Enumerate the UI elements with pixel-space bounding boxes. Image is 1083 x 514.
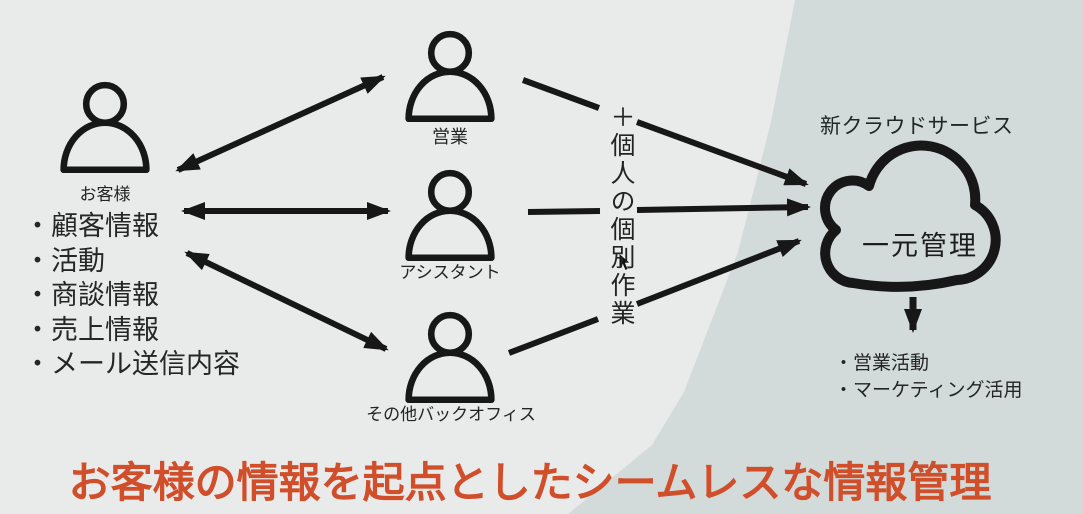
arrow-backoffice-cloud-segment xyxy=(507,316,600,356)
list-item: ・顧客情報 xyxy=(24,211,159,242)
assistant-label: アシスタント xyxy=(399,263,501,283)
cloud-outputs-list: ・営業活動 ・マーケティング活用 xyxy=(834,350,1022,404)
list-item: ・商談情報 xyxy=(24,280,159,311)
sales-person-icon xyxy=(409,34,492,119)
arrow-sales-cloud-segment xyxy=(521,77,601,111)
customer-person-icon xyxy=(64,85,147,170)
arrow-customer-backoffice xyxy=(184,250,389,352)
customer-label: お客様 xyxy=(79,185,131,205)
arrow-backoffice-cloud xyxy=(635,238,802,307)
arrow-assistant-cloud-segment xyxy=(527,208,601,215)
cloud-shape xyxy=(820,140,1001,292)
assistant-person-icon xyxy=(409,173,492,258)
mouse-cursor xyxy=(618,251,632,272)
sales-label: 営業 xyxy=(432,127,468,148)
list-item: ・営業活動 xyxy=(834,352,930,374)
list-item: ・売上情報 xyxy=(24,314,159,346)
customer-info-list: ・顧客情報 ・活動 ・商談情報 ・売上情報 ・メール送信内容 xyxy=(24,210,240,383)
backoffice-label: その他バックオフィス xyxy=(366,405,536,425)
list-item: ・活動 xyxy=(24,245,105,277)
footer-title: お客様の情報を起点としたシームレスな情報管理 xyxy=(68,458,992,507)
cloud-service-heading: 新クラウドサービス xyxy=(820,114,1014,138)
list-item: ・マーケティング活用 xyxy=(834,379,1023,401)
arrow-assistant-cloud xyxy=(636,198,811,217)
cloud-central-management-label: 一元管理 xyxy=(862,231,978,262)
backoffice-person-icon xyxy=(409,315,492,400)
list-item: ・メール送信内容 xyxy=(24,349,240,380)
arrow-sales-cloud xyxy=(635,119,809,187)
individual-work-note: ＋個人の個別作業 xyxy=(607,104,636,328)
arrow-customer-sales xyxy=(175,74,386,173)
